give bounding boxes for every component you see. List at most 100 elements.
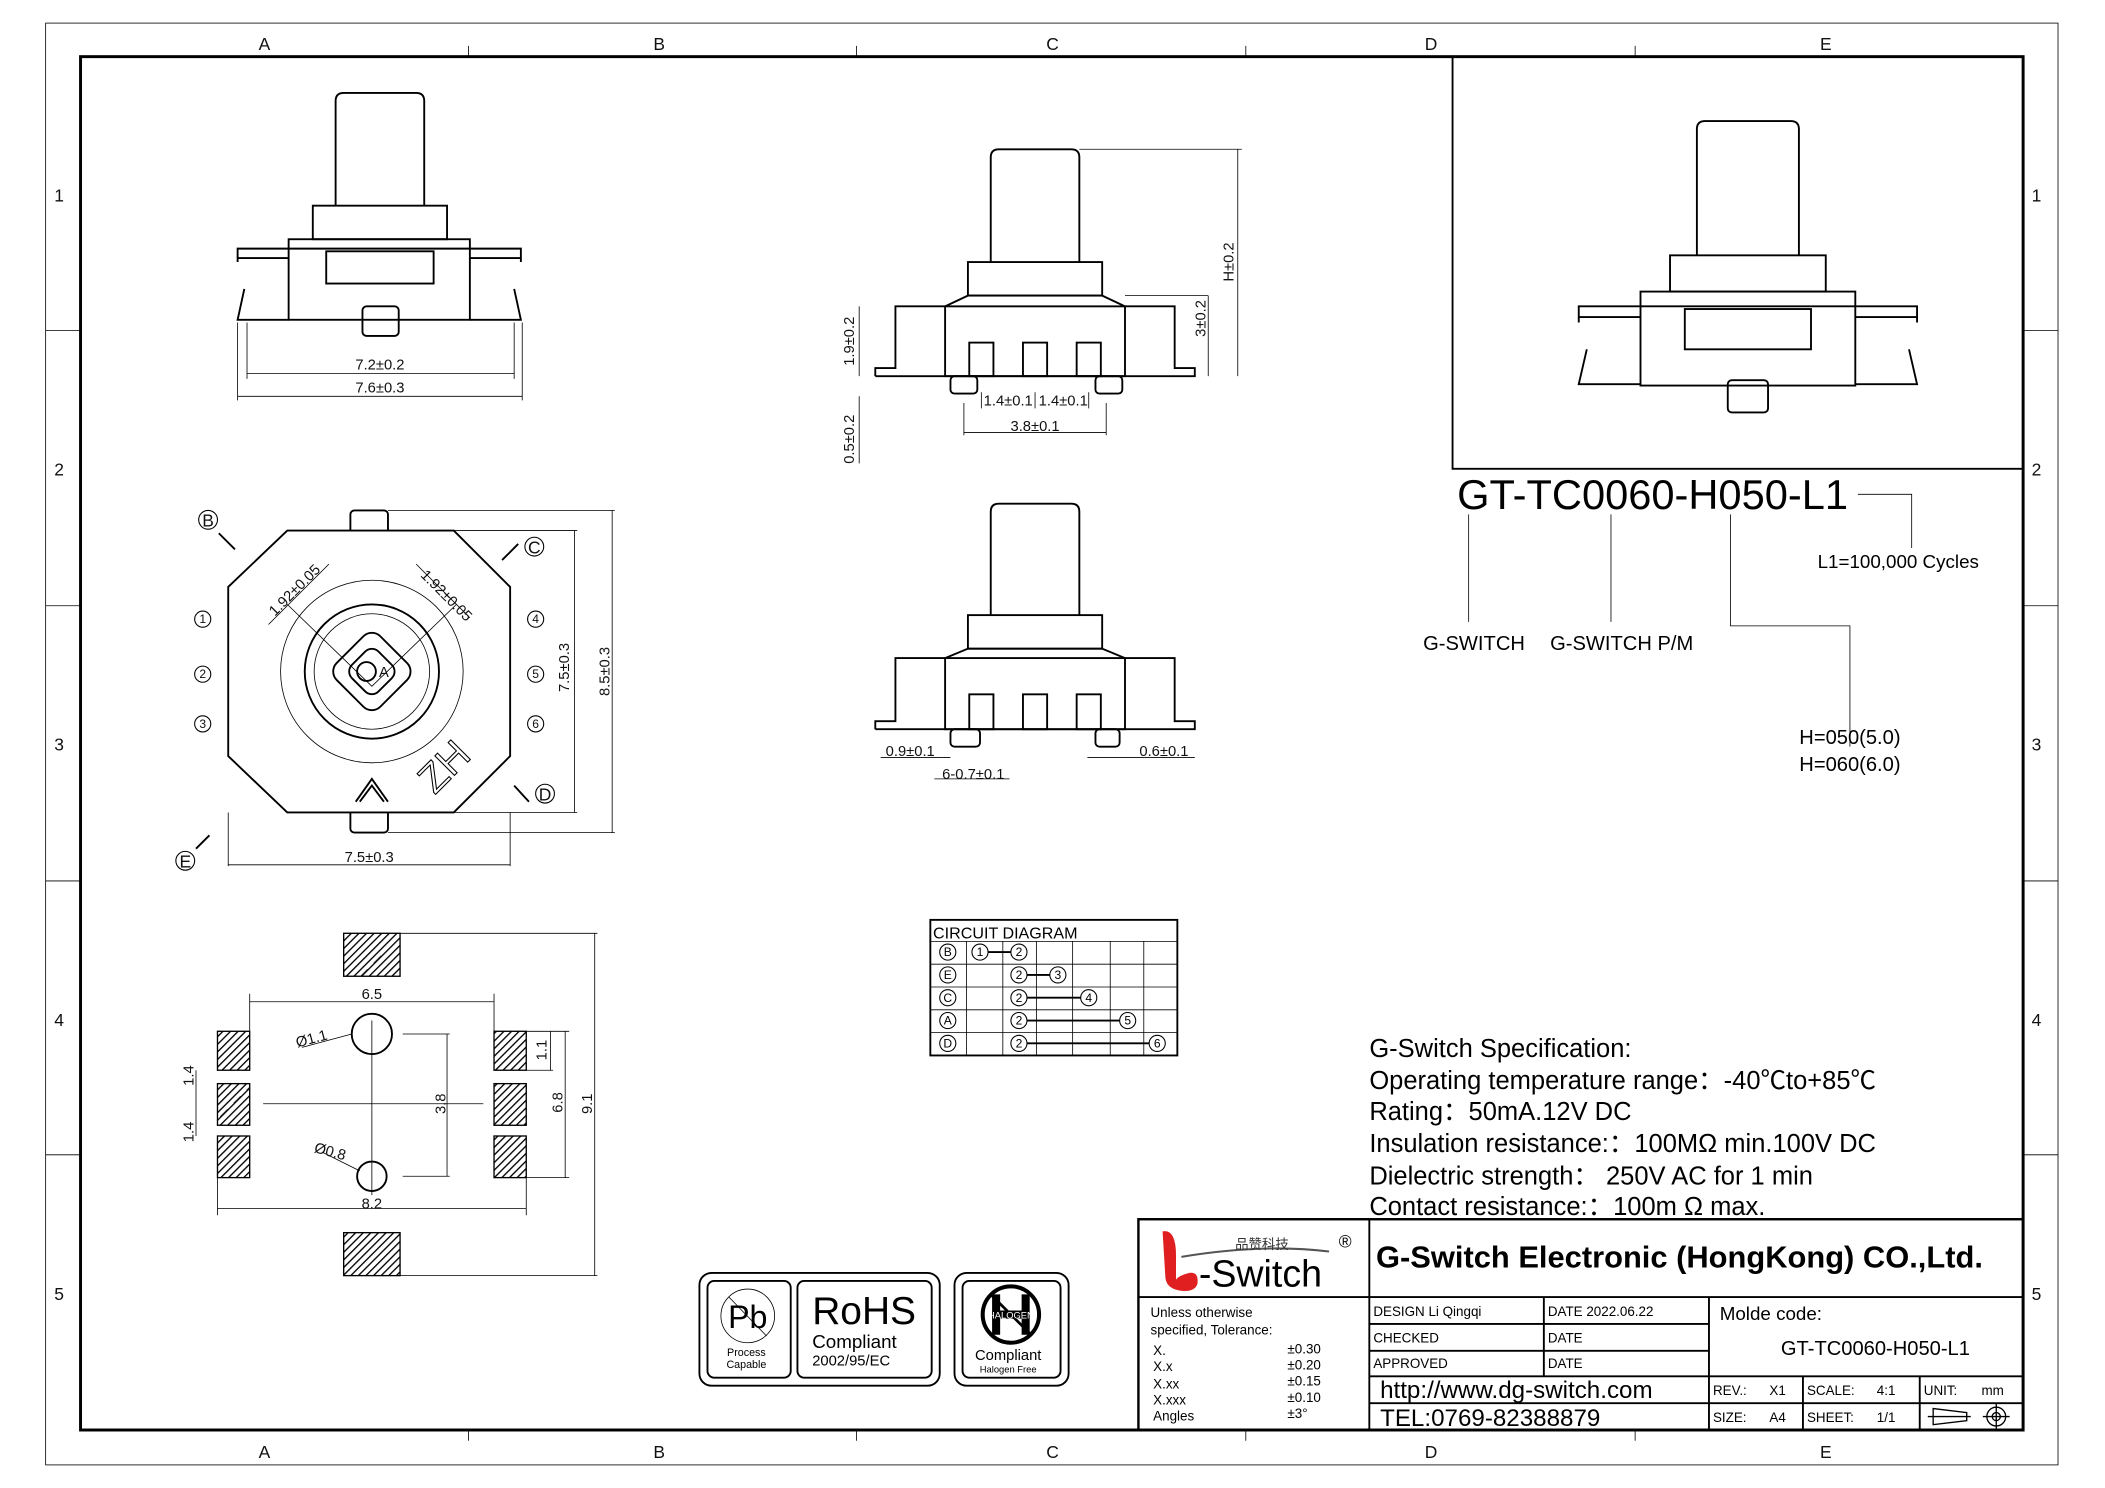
- col-label: C: [1046, 34, 1059, 54]
- circuit-pin: 2: [1016, 1036, 1023, 1050]
- size-label: SIZE:: [1713, 1410, 1747, 1425]
- col-label: E: [1820, 1442, 1832, 1462]
- approved-field: APPROVED: [1373, 1356, 1448, 1371]
- checked-field: CHECKED: [1373, 1331, 1439, 1346]
- height-option: H=050(5.0): [1799, 727, 1900, 749]
- top-view: B C D E A 1 2 3 4 5 6 1.92±0.05 1.92±0.0…: [175, 509, 615, 872]
- pin-label: 1: [199, 612, 206, 626]
- tolerance-title: specified, Tolerance:: [1151, 1323, 1273, 1338]
- dim-label: 3±0.2: [1194, 300, 1210, 337]
- col-label: A: [259, 1442, 271, 1462]
- logo-cn: 品赞科技: [1235, 1237, 1289, 1252]
- tolerance-key: X.: [1153, 1343, 1166, 1358]
- spec-line: Dielectric strength： 250V AC for 1 min: [1369, 1162, 1813, 1190]
- circuit-pin: 2: [1016, 1014, 1023, 1028]
- row-label: 2: [54, 460, 64, 480]
- brand-label: G-SWITCH: [1423, 633, 1525, 655]
- dim-label: 3.8±0.1: [1010, 419, 1059, 435]
- dim-label: 1.4±0.1: [1039, 394, 1088, 410]
- dim-label: 6.5: [362, 987, 383, 1003]
- circuit-pin: 1: [977, 945, 984, 959]
- date-field: DATE: [1548, 1356, 1583, 1371]
- rohs-sub: Compliant: [812, 1331, 897, 1352]
- circuit-pin: 2: [1016, 991, 1023, 1005]
- pb-sub: Capable: [726, 1359, 766, 1371]
- molde-code-label: Molde code:: [1720, 1303, 1822, 1324]
- circuit-row-label: A: [944, 1014, 953, 1028]
- row-label: 3: [54, 735, 64, 755]
- date-field: DATE: [1548, 1331, 1583, 1346]
- row-label: 5: [54, 1284, 64, 1304]
- circuit-pin: 2: [1016, 945, 1023, 959]
- halogen-sub: Halogen Free: [980, 1363, 1037, 1374]
- col-label: C: [1046, 1442, 1059, 1462]
- dim-label: 1.4±0.1: [984, 394, 1033, 410]
- pin-label: 6: [532, 717, 539, 731]
- company-logo: 品赞科技 -Switch ®: [1162, 1231, 1352, 1294]
- molde-code-value: GT-TC0060-H050-L1: [1781, 1338, 1970, 1360]
- date-field: DATE 2022.06.22: [1548, 1304, 1654, 1319]
- dim-label: 1.4: [181, 1122, 197, 1143]
- dim-label: 6.8: [550, 1092, 566, 1113]
- spec-title: G-Switch Specification:: [1369, 1035, 1631, 1063]
- outer-border: [45, 22, 2059, 1466]
- pin-label: 5: [532, 667, 539, 681]
- rev-value: X1: [1769, 1383, 1785, 1398]
- tolerance-value: ±0.20: [1287, 1358, 1320, 1373]
- dim-label: 1.9±0.2: [842, 317, 858, 366]
- circuit-diagram-table: CIRCUIT DIAGRAM B E C A D 1 2 2 3 2 4 2 …: [929, 918, 1179, 1057]
- dim-label: 7.5±0.3: [345, 850, 394, 866]
- dim-label: 1.4: [181, 1065, 197, 1086]
- dim-label: 7.2±0.2: [355, 357, 404, 373]
- front-view: 7.2±0.2 7.6±0.3: [236, 91, 523, 401]
- spec-line: Rating：50mA.12V DC: [1369, 1098, 1631, 1126]
- grid-labels: A B C D E A B C D E 1 2 3 4 5 1 2 3 4 5: [54, 34, 2041, 1462]
- height-option: H=060(6.0): [1799, 754, 1900, 776]
- circuit-pin: 3: [1055, 968, 1062, 982]
- scale-value: 4:1: [1877, 1383, 1896, 1398]
- col-label: B: [653, 1442, 665, 1462]
- circuit-pin: 5: [1124, 1014, 1131, 1028]
- circuit-pin: 2: [1016, 968, 1023, 982]
- size-value: A4: [1769, 1410, 1786, 1425]
- dim-label: Ø1.1: [294, 1028, 329, 1052]
- telephone: TEL:0769-82388879: [1380, 1405, 1600, 1432]
- sheet-label: SHEET:: [1807, 1410, 1854, 1425]
- row-label: 3: [2032, 735, 2042, 755]
- unit-value: mm: [1981, 1383, 2003, 1398]
- rohs-text: RoHS: [812, 1290, 916, 1333]
- spec-line: Insulation resistance:：100MΩ min.100V DC: [1369, 1130, 1876, 1158]
- tolerance-value: ±0.10: [1287, 1390, 1320, 1405]
- unit-label: UNIT:: [1924, 1383, 1958, 1398]
- circuit-row-label: C: [943, 991, 952, 1005]
- dim-label: 0.9±0.1: [886, 744, 935, 760]
- dim-label: 8.2: [362, 1196, 383, 1212]
- product-view-box: [1451, 55, 2025, 470]
- footprint: 6.5 Ø1.1 Ø0.8 8.2 1.4 1.4 1.1 3.8 6.8 9.…: [181, 932, 598, 1277]
- dim-label: 8.5±0.3: [597, 647, 613, 696]
- dim-label: 9.1: [580, 1094, 596, 1115]
- halogen-free-badge: HALOGEN Compliant Halogen Free: [953, 1271, 1070, 1387]
- col-label: D: [1425, 1442, 1438, 1462]
- row-label: 1: [2032, 186, 2042, 206]
- halogen-word: HALOGEN: [988, 1310, 1034, 1321]
- title-block: 品赞科技 -Switch ® G-Switch Electronic (Hong…: [1137, 1218, 2025, 1432]
- direction-label-b: B: [202, 511, 214, 531]
- drawing-frame: [79, 55, 2025, 1432]
- col-label: B: [653, 34, 665, 54]
- circuit-row-label: E: [944, 968, 952, 982]
- col-label: D: [1425, 34, 1438, 54]
- side-view: 1.9±0.2 0.5±0.2 3±0.2 H±0.2 1.4±0.1 1.4±…: [842, 148, 1242, 464]
- dim-label: 6-0.7±0.1: [942, 767, 1004, 783]
- scale-label: SCALE:: [1807, 1383, 1855, 1398]
- logo-text: -Switch: [1199, 1252, 1322, 1294]
- circuit-row-label: D: [943, 1036, 952, 1050]
- circuit-title: CIRCUIT DIAGRAM: [933, 925, 1078, 943]
- dim-label: 3.8: [434, 1094, 450, 1115]
- direction-label-a: A: [379, 665, 389, 681]
- direction-label-e: E: [179, 852, 191, 872]
- rohs-badge: Pb Process Capable RoHS Compliant 2002/9…: [698, 1271, 941, 1387]
- row-label: 4: [2032, 1010, 2042, 1030]
- tolerance-key: X.xxx: [1153, 1392, 1186, 1407]
- tolerance-value: ±3°: [1287, 1406, 1307, 1421]
